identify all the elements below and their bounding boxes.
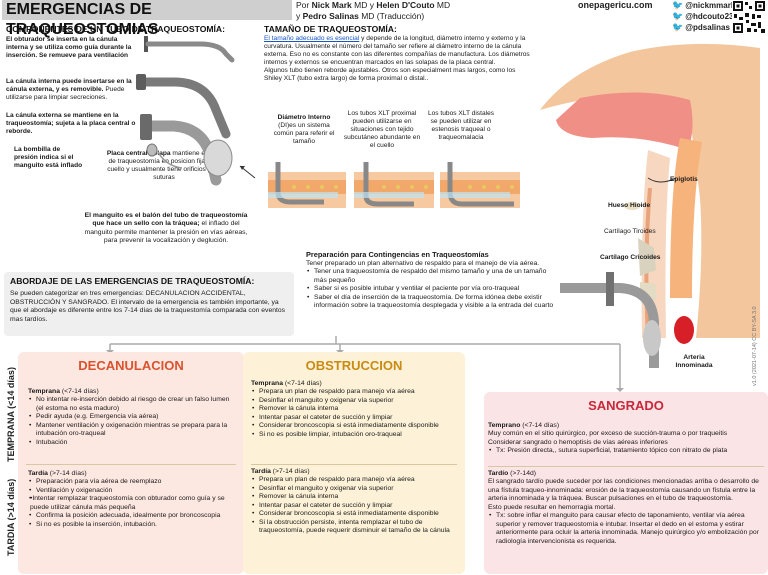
divider bbox=[251, 464, 457, 465]
obstruction-title: OBSTRUCCION bbox=[305, 358, 403, 373]
late-side-label: TARDIA (>14 días) bbox=[6, 478, 16, 556]
version-note: v1.0 (2021-07-14) CC BY-SA 3.0 bbox=[752, 306, 758, 386]
twitter-handle-3[interactable]: 🐦@pdsalinas bbox=[672, 22, 730, 32]
list-item: Remover la cánula interna bbox=[251, 405, 457, 414]
twitter-handle-2[interactable]: 🐦@hdcouto23 bbox=[672, 11, 734, 21]
divider bbox=[488, 466, 764, 467]
xlt-distal-note: Los tubos XLT distales se pueden utiliza… bbox=[427, 110, 495, 141]
inner-cannula-note: La cánula interna puede insertarse en la… bbox=[6, 78, 132, 101]
list-item: Ventilación y oxigenación bbox=[28, 487, 240, 496]
size-link[interactable]: El tamaño adecuado es esencial bbox=[264, 35, 360, 42]
inner-diameter-note: Diámetro Interno (DI)es un sistema común… bbox=[273, 114, 335, 145]
thyroid-cartilage-label: Cartílago Tiroides bbox=[604, 228, 656, 235]
list-item: Si la obstrucción persiste, intenta remp… bbox=[251, 519, 459, 536]
cricoid-cartilage-label: Cartílago Cricoides bbox=[600, 254, 661, 261]
list-item: •Intentar remplazar traqueostomía con ob… bbox=[28, 495, 240, 512]
airway-anatomy-illustration bbox=[540, 43, 760, 368]
list-item: Confirma la posición adecuada, idealment… bbox=[28, 512, 240, 521]
approach-box: ABORDAJE DE LAS EMERGENCIAS DE TRAQUEOST… bbox=[4, 272, 294, 336]
list-item: Considerar broncoscopia si está inmediat… bbox=[251, 422, 457, 431]
innominate-artery-label: Arteria Innominada bbox=[675, 354, 713, 369]
list-item: Pedir ayuda (e.g. Emergencia vía aérea) bbox=[28, 413, 236, 422]
list-item: Intubación bbox=[28, 439, 236, 448]
twitter-icon: 🐦 bbox=[672, 22, 684, 32]
twitter-handle-1[interactable]: 🐦@nickmmark bbox=[672, 0, 736, 10]
xlt-proximal-note: Los tubos XLT proximal pueden utilizarse… bbox=[343, 110, 421, 149]
list-item: Mantener ventilación y oxigenación mient… bbox=[28, 422, 236, 439]
approach-text: Se pueden categorizar en tres emergencia… bbox=[10, 290, 286, 323]
flow-arrows bbox=[106, 336, 624, 392]
tube-size-diagrams bbox=[268, 162, 520, 208]
components-heading: COMPONENTES DE UN TUBO DE TRAQUEOSTOMÍA: bbox=[6, 24, 225, 34]
size-description: El tamaño adecuado es esencial y depende… bbox=[264, 35, 530, 82]
obstruction-box: OBSTRUCCION Temprana (<7-14 días) Prepar… bbox=[243, 352, 465, 574]
list-item: Tx: sobre inflar el manguito para causar… bbox=[488, 512, 766, 546]
pilot-balloon-note: La bombilla de presión indica si el mang… bbox=[14, 146, 83, 169]
size-heading: TAMAÑO DE TRAQUEOSTOMÍA: bbox=[264, 24, 397, 34]
list-item: Desinflar el manguito y oxigenar vía sup… bbox=[251, 397, 457, 406]
list-item: Saber si es posible intubar y ventilar e… bbox=[306, 285, 560, 294]
list-item: Tener una traqueostomía de respaldo del … bbox=[306, 268, 560, 285]
list-item: Si no es posible limpiar, intubación oro… bbox=[251, 431, 457, 440]
site-link[interactable]: onepagericu.com bbox=[578, 0, 653, 10]
flange-note: Placa central-solapa mantiene el tubo de… bbox=[106, 150, 222, 181]
list-item: Si no es posible la inserción, intubació… bbox=[28, 521, 240, 530]
divider bbox=[26, 464, 236, 465]
twitter-icon: 🐦 bbox=[672, 11, 684, 21]
approach-heading: ABORDAJE DE LAS EMERGENCIAS DE TRAQUEOST… bbox=[10, 276, 255, 286]
bleeding-box: SANGRADO Temprano (<7-14 días) Muy común… bbox=[484, 392, 768, 574]
decannulation-box: DECANULACION Temprana (<7-14 días) No in… bbox=[18, 352, 244, 574]
list-item: Tx: Presión directa,, sutura superficial… bbox=[488, 447, 762, 456]
list-item: Prepara un plan de respaldo para manejo … bbox=[251, 476, 459, 485]
list-item: Prepara un plan de respaldo para manejo … bbox=[251, 388, 457, 397]
bleeding-title: SANGRADO bbox=[588, 398, 664, 413]
decannulation-title: DECANULACION bbox=[78, 358, 184, 373]
prep-heading: Preparación para Contingencias en Traque… bbox=[306, 250, 489, 259]
list-item: Desinflar el manguito y oxigenar vía sup… bbox=[251, 485, 459, 494]
obturator-note: El obturador se inserta en la cánula int… bbox=[6, 36, 132, 59]
list-item: Saber el día de inserción de la traqueos… bbox=[306, 294, 560, 311]
list-item: Considerar broncoscopia si está inmediat… bbox=[251, 510, 459, 519]
list-item: Preparación para vía aérea de reemplazo bbox=[28, 478, 240, 487]
list-item: Remover la cánula interna bbox=[251, 493, 459, 502]
bleeding-early-text: Muy común en el sitio quirúrgico, por ex… bbox=[488, 430, 728, 446]
qr-code-icon bbox=[732, 0, 766, 34]
prep-text: Tener preparado un plan alternativo de r… bbox=[306, 260, 560, 311]
early-side-label: TEMPRANA (<14 días) bbox=[6, 367, 16, 462]
authors: Por Nick Mark MD y Helen D'Couto MD y Pe… bbox=[296, 0, 451, 21]
hyoid-label: Hueso Hioide bbox=[608, 202, 651, 209]
epiglottis-label: Epiglotis bbox=[670, 176, 698, 183]
list-item: No intentar re-inserción debido al riesg… bbox=[28, 396, 236, 413]
cuff-note: El manguito es el balón del tubo de traq… bbox=[84, 212, 248, 245]
list-item: Intentar pasar el cateter de succión y l… bbox=[251, 414, 457, 423]
list-item: Intentar pasar el cateter de succión y l… bbox=[251, 502, 459, 511]
twitter-icon: 🐦 bbox=[672, 0, 684, 10]
bleeding-late-text: El sangrado tardío puede suceder por las… bbox=[488, 478, 759, 503]
page-title: EMERGENCIAS DE TRAQUEOSTOMIAS bbox=[2, 0, 292, 38]
outer-cannula-note: La cánula externa se mantiene en la traq… bbox=[6, 112, 136, 135]
tracheostomy-tube-illustration bbox=[136, 36, 256, 186]
